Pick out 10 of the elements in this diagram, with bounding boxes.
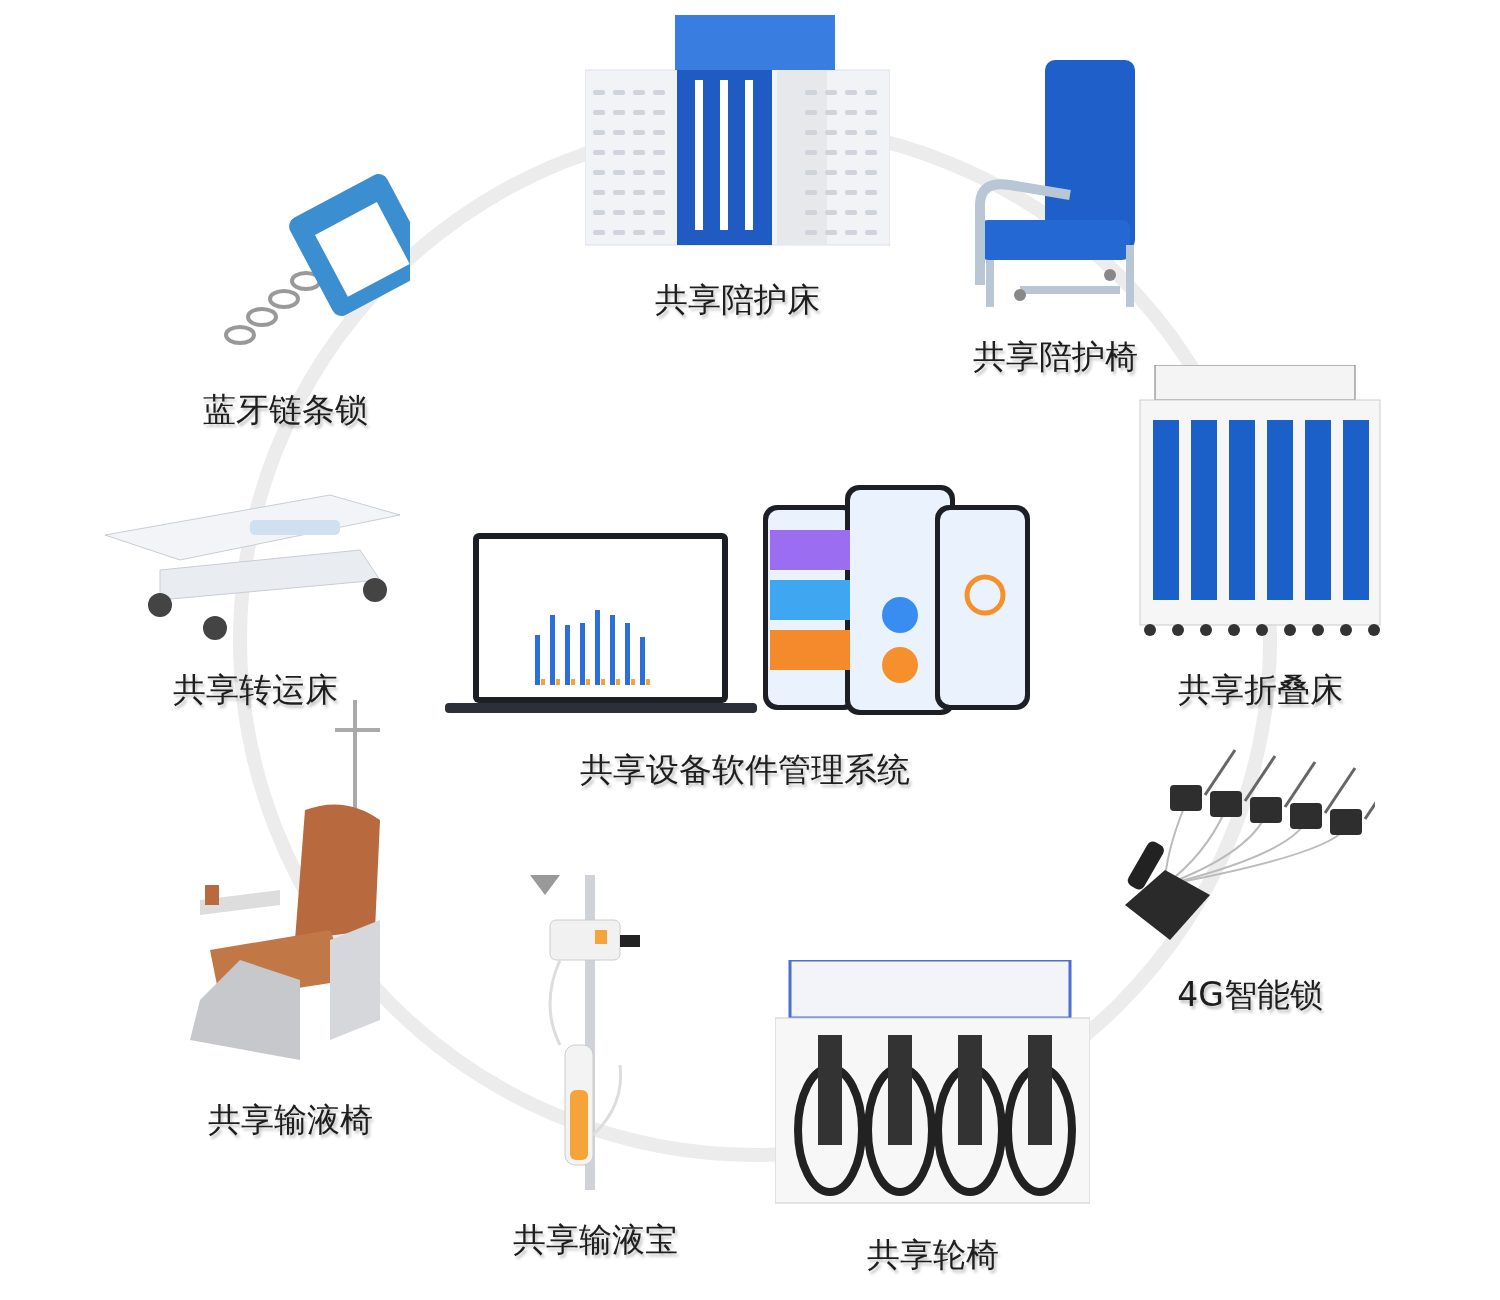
product-label: 共享轮椅 (866, 1234, 999, 1276)
product-label: 共享陪护椅 (972, 336, 1138, 378)
product-label: 共享转运床 (172, 669, 338, 711)
product-label: 共享输液椅 (207, 1099, 373, 1141)
product-label: 共享设备软件管理系统 (580, 749, 910, 791)
product-label: 共享输液宝 (512, 1219, 678, 1261)
product-label: 共享陪护床 (655, 279, 820, 321)
product-label: 蓝牙链条锁 (202, 389, 368, 431)
product-label: 4G智能锁 (1177, 974, 1323, 1016)
product-label: 共享折叠床 (1177, 669, 1343, 711)
